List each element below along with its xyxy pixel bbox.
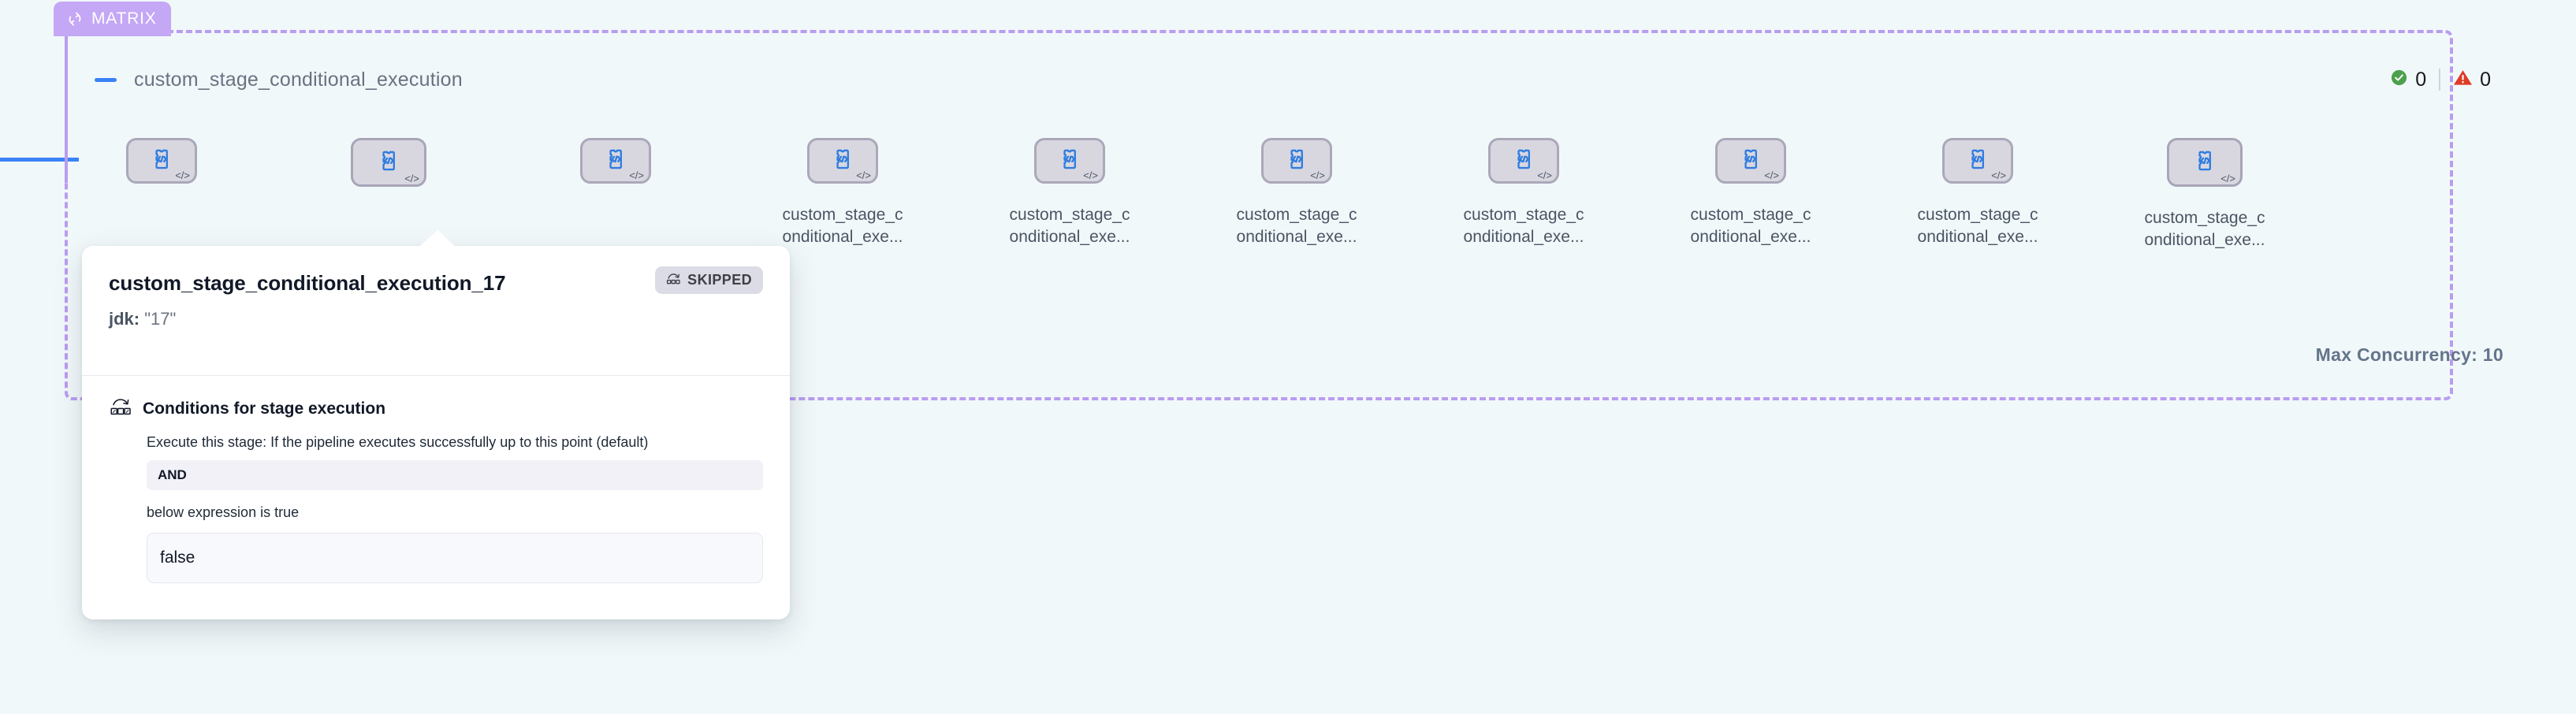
expression-label: below expression is true (147, 504, 300, 520)
matrix-node[interactable]: </> custom_stage_c onditional_exe... (1453, 138, 1595, 247)
custom-stage-code-icon (1512, 147, 1536, 175)
stage-node-box[interactable]: </> (351, 138, 426, 187)
stage-node-label: custom_stage_c onditional_exe... (1690, 206, 1811, 246)
stage-node-label: custom_stage_c onditional_exe... (782, 206, 903, 246)
warning-triangle-icon (2453, 69, 2473, 91)
matrix-group-left-edge (65, 8, 68, 183)
max-concurrency-label: Max Concurrency: 10 (2315, 344, 2503, 365)
matrix-tab[interactable]: MATRIX (54, 2, 171, 36)
expression-value-box: false (147, 533, 763, 583)
matrix-node[interactable]: </> custom_stage_c onditional_exe... (772, 138, 914, 247)
stage-node-box[interactable]: </> (807, 138, 878, 184)
code-brackets-icon: </> (1083, 169, 1098, 181)
status-badge-label: SKIPPED (687, 272, 752, 288)
matrix-node[interactable]: </>custom_stage_conditional_exe... (545, 138, 687, 247)
matrix-node[interactable]: </> custom_stage_c onditional_exe... (1226, 138, 1368, 247)
matrix-node[interactable]: </> custom_stage_c onditional_exe... (2134, 138, 2276, 251)
matrix-node-row: </>custom_stage_conditional_exe...</>cus… (126, 138, 2412, 374)
custom-stage-code-icon (831, 147, 854, 175)
stage-tooltip-card: custom_stage_conditional_execution_17 jd… (82, 230, 790, 619)
stage-node-box[interactable]: </> (580, 138, 651, 184)
collapse-toggle-icon[interactable] (95, 77, 117, 82)
matrix-node[interactable]: </>custom_stage_conditional_exe... (318, 138, 460, 251)
incoming-connector-line (0, 158, 79, 162)
code-brackets-icon: </> (1310, 169, 1325, 181)
custom-stage-code-icon (1739, 147, 1763, 175)
conditions-icon (109, 396, 132, 422)
matrix-node[interactable]: </> custom_stage_c onditional_exe... (1680, 138, 1822, 247)
matrix-group-counters: 0 0 (2377, 61, 2503, 98)
skip-arc-icon (666, 272, 681, 288)
tooltip-body: Conditions for stage execution Execute t… (82, 376, 790, 607)
code-brackets-icon: </> (404, 173, 419, 184)
stage-node-box[interactable]: </> (2167, 138, 2243, 187)
matrix-node[interactable]: </> custom_stage_c onditional_exe... (1907, 138, 2049, 247)
matrix-group-container (65, 30, 2453, 400)
warning-counter: 0 (2440, 69, 2503, 91)
tooltip-divider (82, 375, 790, 376)
code-brackets-icon: </> (175, 169, 190, 181)
tooltip-matrix-value: "17" (144, 309, 177, 329)
stage-node-label: custom_stage_c onditional_exe... (1236, 206, 1357, 246)
matrix-node[interactable]: </> custom_stage_c onditional_exe... (999, 138, 1141, 247)
warning-count: 0 (2480, 68, 2491, 91)
condition-operator-pill: AND (147, 460, 763, 490)
code-brackets-icon: </> (629, 169, 644, 181)
stage-node-box[interactable]: </> (1261, 138, 1332, 184)
custom-stage-code-icon (1058, 147, 1081, 175)
tooltip-arrow (419, 230, 456, 247)
custom-stage-code-icon (604, 147, 627, 175)
stage-node-label: custom_stage_c onditional_exe... (1009, 206, 1130, 246)
matrix-group-title: custom_stage_conditional_execution (134, 68, 463, 91)
status-badge: SKIPPED (655, 266, 763, 294)
conditions-content: Execute this stage: If the pipeline exec… (109, 434, 763, 583)
custom-stage-code-icon (377, 149, 400, 177)
code-brackets-icon: </> (1991, 169, 2006, 181)
custom-stage-code-icon (2193, 149, 2217, 177)
tooltip-matrix-axis: jdk: "17" (109, 309, 763, 329)
code-brackets-icon: </> (2220, 173, 2235, 184)
tooltip-title: custom_stage_conditional_execution_17 (109, 271, 506, 295)
conditions-section-header: Conditions for stage execution (109, 396, 763, 422)
counter-divider (2439, 69, 2441, 91)
check-circle-icon (2390, 69, 2408, 91)
matrix-group-header: custom_stage_conditional_execution (95, 61, 2428, 98)
success-count: 0 (2415, 68, 2427, 91)
stage-node-box[interactable]: </> (126, 138, 197, 184)
conditions-section-title: Conditions for stage execution (143, 400, 386, 418)
code-brackets-icon: </> (1764, 169, 1779, 181)
custom-stage-code-icon (1966, 147, 1990, 175)
stage-node-box[interactable]: </> (1942, 138, 2013, 184)
stage-node-box[interactable]: </> (1715, 138, 1786, 184)
stage-node-label: custom_stage_c onditional_exe... (1463, 206, 1584, 246)
tooltip-matrix-key: jdk: (109, 309, 140, 329)
matrix-node[interactable]: </>custom_stage_conditional_exe... (91, 138, 233, 247)
loop-arrows-icon (66, 10, 84, 28)
custom-stage-code-icon (1285, 147, 1308, 175)
stage-node-box[interactable]: </> (1034, 138, 1105, 184)
matrix-tab-label: MATRIX (91, 9, 157, 28)
code-brackets-icon: </> (856, 169, 871, 181)
custom-stage-code-icon (150, 147, 173, 175)
tooltip-header: custom_stage_conditional_execution_17 jd… (82, 246, 790, 375)
stage-node-label: custom_stage_c onditional_exe... (1917, 206, 2038, 246)
code-brackets-icon: </> (1537, 169, 1552, 181)
stage-node-box[interactable]: </> (1488, 138, 1559, 184)
execute-condition-text: Execute this stage: If the pipeline exec… (147, 434, 649, 450)
success-counter: 0 (2377, 69, 2439, 91)
stage-node-label: custom_stage_c onditional_exe... (2144, 209, 2265, 249)
